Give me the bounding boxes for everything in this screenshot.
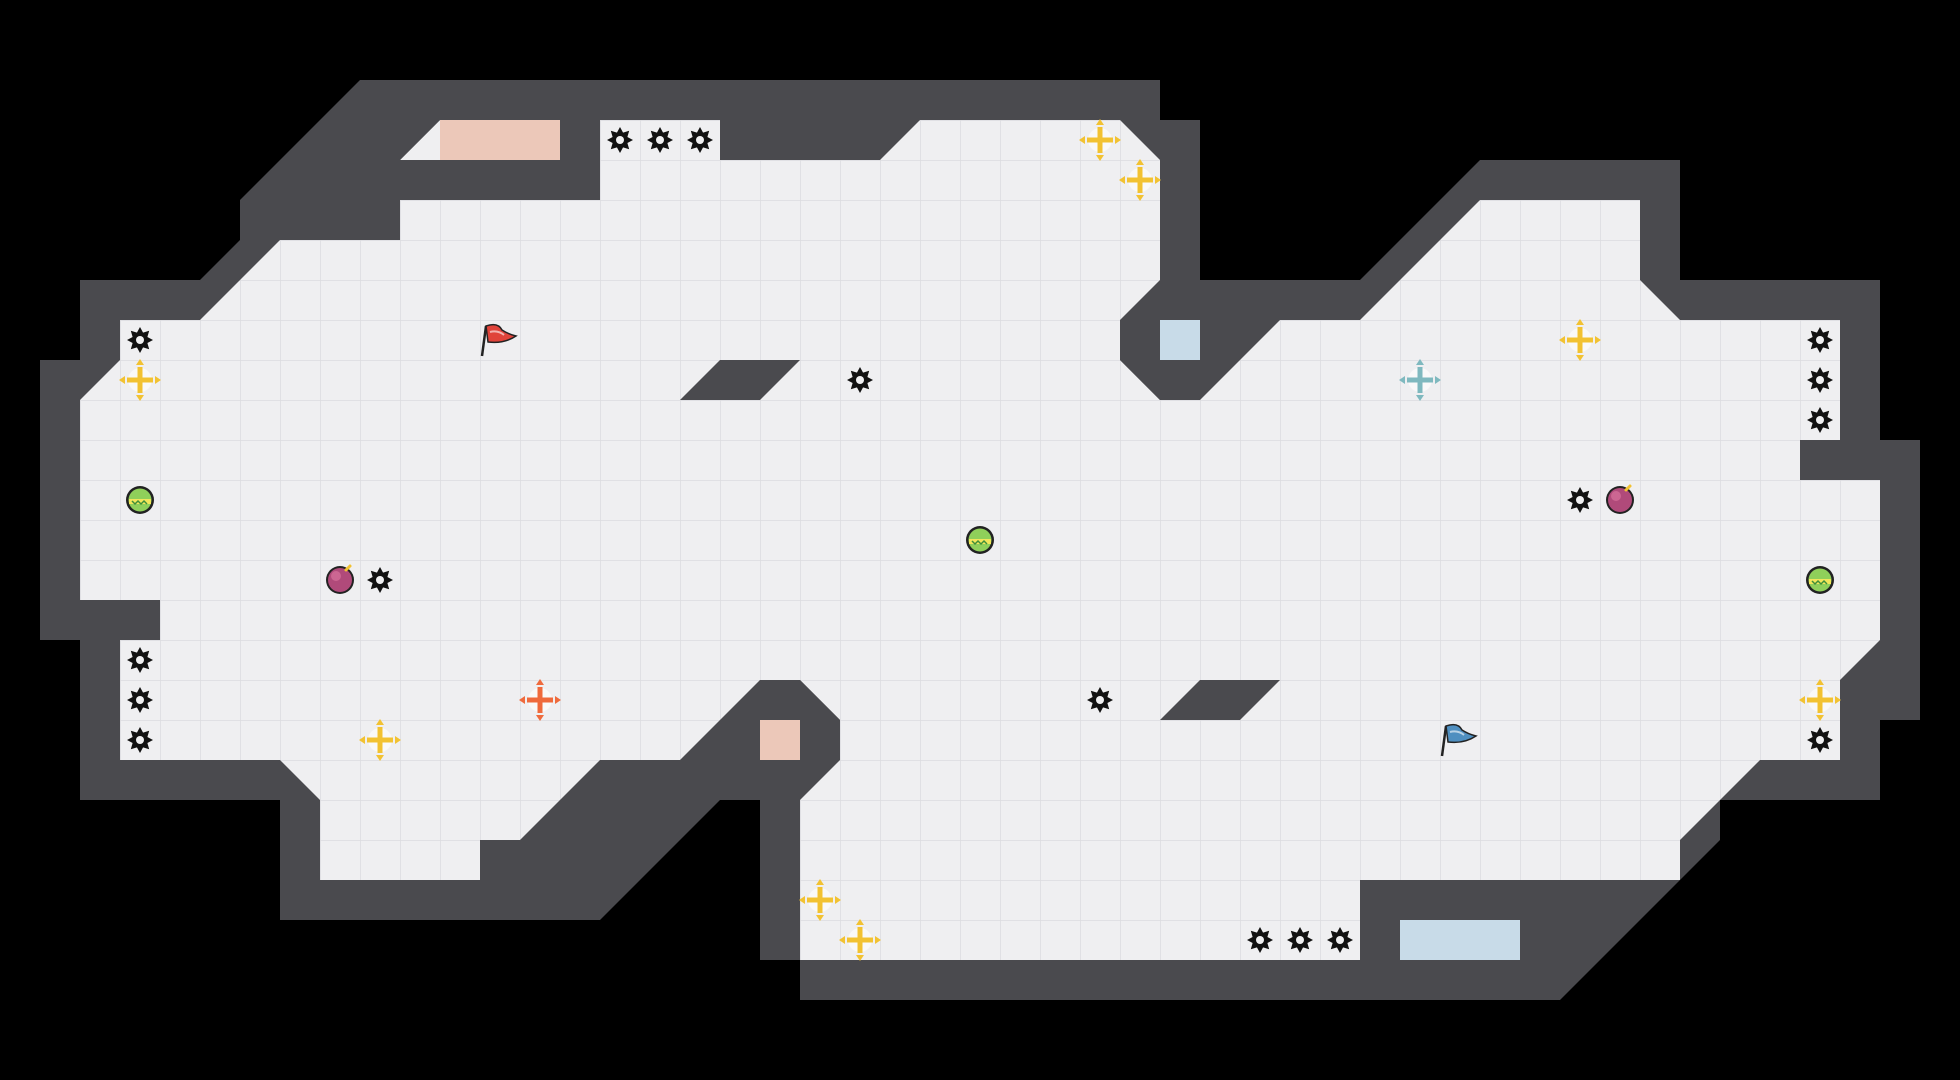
spike-icon xyxy=(647,127,673,153)
spike-icon xyxy=(687,127,713,153)
spike-icon xyxy=(1567,487,1593,513)
spike-icon xyxy=(127,647,153,673)
powerup-icon xyxy=(126,486,154,514)
spike-icon xyxy=(127,727,153,753)
spike-icon xyxy=(127,327,153,353)
spike-icon xyxy=(1247,927,1273,953)
spike-icon xyxy=(1807,727,1833,753)
obstacle-lower xyxy=(1160,680,1280,720)
spike-icon xyxy=(127,687,153,713)
spike-icon xyxy=(1807,367,1833,393)
spike-icon xyxy=(1287,927,1313,953)
red-boost-icon xyxy=(519,679,561,721)
spike-icon xyxy=(1087,687,1113,713)
blue-boost-icon xyxy=(1399,359,1441,401)
blue-base xyxy=(1160,320,1520,960)
spike-icon xyxy=(847,367,873,393)
bomb-icon xyxy=(1606,484,1634,514)
boost-icon xyxy=(799,879,841,921)
obstacle-upper xyxy=(680,360,800,400)
red-base xyxy=(440,120,800,760)
blue-flag-icon xyxy=(1440,723,1478,757)
spike-icon xyxy=(1327,927,1353,953)
boost-icon xyxy=(1559,319,1601,361)
spike-icon xyxy=(607,127,633,153)
spike-icon xyxy=(1807,327,1833,353)
spike-icon xyxy=(1807,407,1833,433)
boost-icon xyxy=(1119,159,1161,201)
bomb-icon xyxy=(326,564,354,594)
boost-icon xyxy=(1079,119,1121,161)
powerup-icon xyxy=(1806,566,1834,594)
boost-icon xyxy=(839,919,881,961)
boost-icon xyxy=(359,719,401,761)
boost-icon xyxy=(1799,679,1841,721)
entity-layer xyxy=(119,119,1841,961)
boost-icon xyxy=(119,359,161,401)
spike-icon xyxy=(367,567,393,593)
red-flag-icon xyxy=(480,323,518,357)
powerup-icon xyxy=(966,526,994,554)
